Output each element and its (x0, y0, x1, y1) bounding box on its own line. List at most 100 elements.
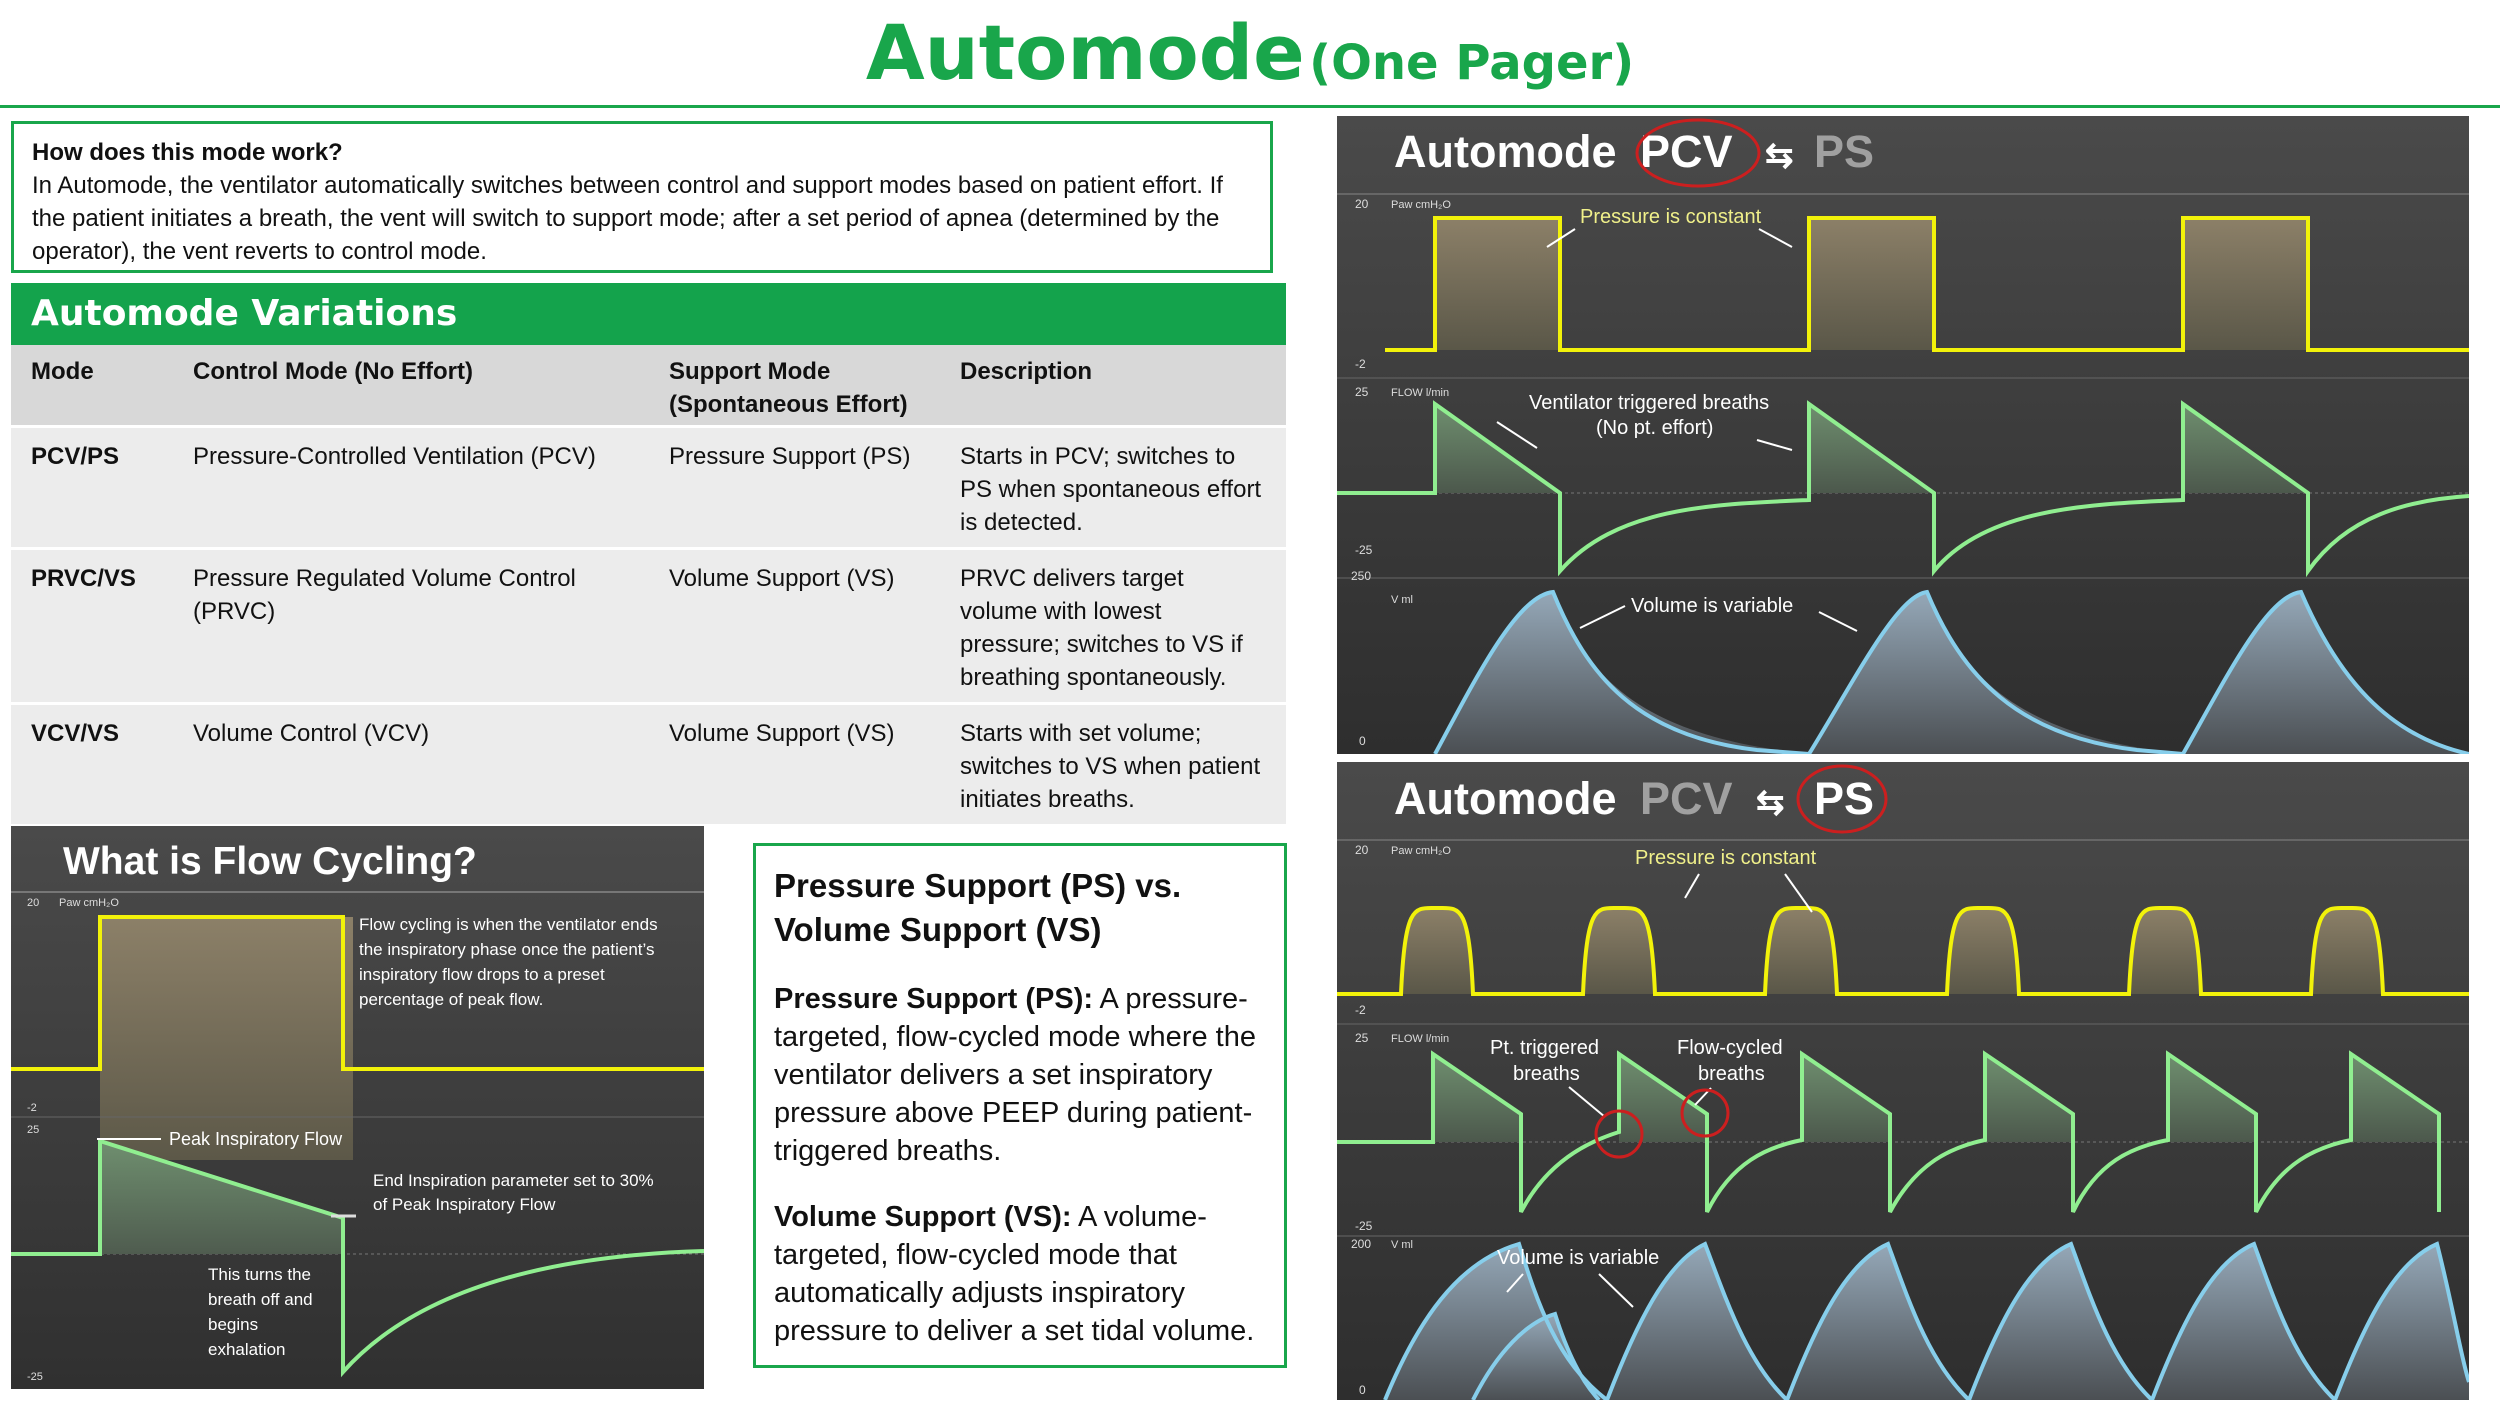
ps-volume-line (1383, 1241, 2471, 1404)
fc-end-insp-line: of Peak Inspiratory Flow (373, 1195, 556, 1214)
ps-term: Pressure Support (PS): (774, 983, 1094, 1015)
pcv-pressure-line (1385, 216, 2469, 352)
ps-pressure-note: Pressure is constant (1635, 847, 1817, 869)
cell-control: Pressure Regulated Volume Control (PRVC) (173, 547, 649, 704)
pcv-vol-bottom: 0 (1359, 734, 1366, 748)
automode-ps-panel: Automode PCV ⇆ PS 20 Paw cmH₂O -2 Pressu… (1337, 762, 2471, 1404)
cell-control: Pressure-Controlled Ventilation (PCV) (173, 425, 649, 549)
ps-vol-bottom: 0 (1359, 1383, 1366, 1397)
ps-pt-note: Pt. triggered (1490, 1037, 1599, 1059)
ps-vs-vs-box: Pressure Support (PS) vs. Volume Support… (753, 843, 1287, 1368)
ps-volume-note: Volume is variable (1497, 1247, 1659, 1269)
column-header-control: Control Mode (No Effort) (173, 345, 649, 427)
highlight-circle-ps (1796, 764, 1888, 834)
how-question: How does this mode work? (32, 139, 343, 166)
fc-flow-top: 25 (27, 1124, 39, 1136)
pcv-flow-top: 25 (1355, 385, 1369, 399)
table-row: VCV/VS Volume Control (VCV) Volume Suppo… (11, 702, 1286, 824)
fc-flow-fill (100, 1141, 343, 1254)
cell-support: Volume Support (VS) (649, 702, 940, 824)
pcv-flow-label: FLOW l/min (1391, 387, 1449, 399)
ps-definition: Pressure Support (PS): A pressure-target… (774, 980, 1266, 1170)
pcv-flow-line (1337, 400, 2470, 578)
fc-note-line: inspiratory flow drops to a preset (359, 965, 605, 984)
table-row: PCV/PS Pressure-Controlled Ventilation (… (11, 425, 1286, 549)
column-header-support: Support Mode (Spontaneous Effort) (649, 345, 940, 427)
ps-flow-line (1337, 1050, 2441, 1213)
fc-pressure-fill (100, 917, 353, 1160)
pcv-pressure-note: Pressure is constant (1580, 206, 1762, 228)
fc-end-insp-line: End Inspiration parameter set to 30% (373, 1171, 654, 1190)
flow-cycling-panel: What is Flow Cycling? 20 Paw cmH₂O -2 Fl… (11, 826, 705, 1389)
fc-paw-label: Paw cmH₂O (59, 897, 119, 909)
ps-flow-bottom: -25 (1355, 1219, 1373, 1233)
vs-term: Volume Support (VS): (774, 1201, 1072, 1233)
title-sub: (One Pager) (1309, 35, 1635, 91)
fc-note: Flow cycling is when the ventilator ends… (359, 915, 658, 1009)
fc-turns-line: This turns the (208, 1265, 311, 1284)
ps-flow-label: FLOW l/min (1391, 1033, 1449, 1045)
pcv-volume-note: Volume is variable (1631, 595, 1793, 617)
trigger-highlight-circle (1594, 1109, 1644, 1159)
pcv-vol-label: V ml (1391, 594, 1413, 606)
ps-flowcycled-note: Flow-cycled (1677, 1037, 1783, 1059)
fc-turns-line: breath off and (208, 1290, 313, 1309)
ps-pressure-line (1337, 905, 2469, 996)
ps-waveform-svg: Automode PCV ⇆ PS 20 Paw cmH₂O -2 Pressu… (1337, 762, 2471, 1404)
column-header-mode: Mode (11, 345, 173, 427)
pcv-title-automode: Automode (1394, 126, 1616, 177)
cell-support: Volume Support (VS) (649, 547, 940, 704)
pcv-paw-top: 20 (1355, 197, 1369, 211)
title-divider (0, 105, 2500, 108)
pcv-vol-top: 250 (1351, 569, 1371, 583)
cycle-highlight-circle (1680, 1088, 1730, 1138)
fc-pressure-line (11, 915, 704, 1071)
cell-description: Starts in PCV; switches to PS when spont… (940, 425, 1286, 549)
fc-flow-bottom: -25 (27, 1371, 43, 1383)
switch-arrow-icon: ⇆ (1765, 137, 1794, 175)
cell-mode: PRVC/VS (11, 547, 173, 704)
ps-title-automode: Automode (1394, 773, 1616, 824)
ps-title-pcv: PCV (1640, 773, 1733, 824)
flow-cycling-heading: What is Flow Cycling? (63, 840, 477, 883)
page-title: Automode (One Pager) (0, 8, 2500, 97)
cell-mode: VCV/VS (11, 702, 173, 824)
fc-paw-bottom: -2 (27, 1102, 37, 1114)
fc-note-line: Flow cycling is when the ventilator ends (359, 915, 658, 934)
ps-vs-heading: Pressure Support (PS) vs. Volume Support… (774, 867, 1182, 948)
variations-heading: Automode Variations (11, 283, 1286, 345)
fc-peak-label: Peak Inspiratory Flow (169, 1129, 343, 1149)
ps-text: A pressure-targeted, flow-cycled mode wh… (774, 983, 1256, 1167)
ps-paw-label: Paw cmH₂O (1391, 845, 1451, 857)
pcv-paw-label: Paw cmH₂O (1391, 199, 1451, 211)
vs-text: A volume-targeted, flow-cycled mode that… (774, 1201, 1255, 1347)
cell-support: Pressure Support (PS) (649, 425, 940, 549)
pcv-title-pcv: PCV (1640, 126, 1733, 177)
title-main: Automode (865, 8, 1305, 97)
table-header-row: Mode Control Mode (No Effort) Support Mo… (11, 345, 1286, 427)
cell-mode: PCV/PS (11, 425, 173, 549)
fc-flow-line (11, 1138, 705, 1378)
fc-paw-top: 20 (27, 897, 39, 909)
ps-title-ps: PS (1814, 773, 1874, 824)
pcv-vent-note: Ventilator triggered breaths (1529, 392, 1769, 414)
ps-flowcycled-note-sub: breaths (1698, 1063, 1765, 1085)
how-text: In Automode, the ventilator automaticall… (32, 172, 1223, 265)
flow-cycling-svg: What is Flow Cycling? 20 Paw cmH₂O -2 Fl… (11, 826, 705, 1389)
ps-vol-top: 200 (1351, 1237, 1371, 1251)
ps-vol-label: V ml (1391, 1239, 1413, 1251)
vs-definition: Volume Support (VS): A volume-targeted, … (774, 1198, 1266, 1350)
pcv-waveform-svg: Automode PCV ⇆ PS 20 Paw cmH₂O -2 Pressu… (1337, 116, 2470, 756)
ps-paw-top: 20 (1355, 843, 1369, 857)
variations-table: Mode Control Mode (No Effort) Support Mo… (11, 345, 1286, 824)
table-row: PRVC/VS Pressure Regulated Volume Contro… (11, 547, 1286, 704)
pcv-paw-bottom: -2 (1355, 357, 1366, 371)
fc-note-line: percentage of peak flow. (359, 990, 543, 1009)
switch-arrow-icon: ⇆ (1756, 784, 1785, 822)
pcv-title-ps: PS (1814, 126, 1874, 177)
ps-paw-bottom: -2 (1355, 1003, 1366, 1017)
fc-turns-line: begins (208, 1315, 258, 1334)
fc-note-line: the inspiratory phase once the patient’s (359, 940, 655, 959)
cell-control: Volume Control (VCV) (173, 702, 649, 824)
pcv-flow-bottom: -25 (1355, 543, 1373, 557)
